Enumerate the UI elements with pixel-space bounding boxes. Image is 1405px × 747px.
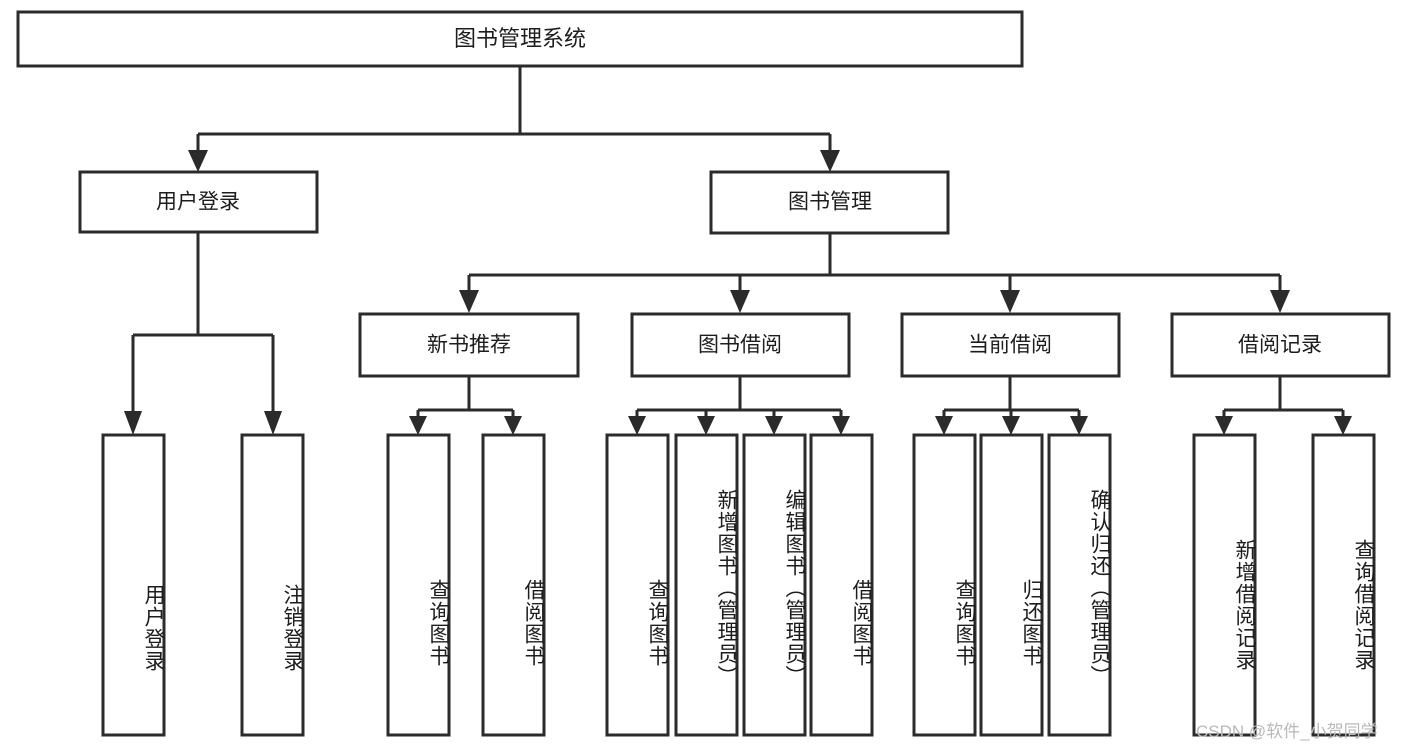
arrow-head-leaf-confirm-return — [1070, 416, 1088, 435]
node-leaf-borrow-book-2-box[interactable] — [809, 433, 874, 737]
arrow-head-leaf-query-record — [1334, 416, 1352, 435]
arrow-head-leaf-query-book-3 — [935, 416, 953, 435]
node-leaf-return-book-box[interactable] — [979, 433, 1044, 737]
arrow-head-leaf-add-record — [1215, 416, 1233, 435]
arrow-head-current-borrow — [1000, 290, 1020, 313]
arrow-head-leaf-add-book — [697, 416, 715, 435]
arrow-head-book-borrow — [730, 290, 750, 313]
connector-group-user-login — [124, 232, 282, 435]
node-new-book-recommend[interactable]: 新书推荐 — [358, 312, 580, 378]
node-leaf-borrow-book-1-box[interactable] — [481, 433, 546, 737]
node-book-borrow-label: 图书借阅 — [698, 334, 782, 357]
connector-group-root — [188, 66, 840, 172]
node-book-manage-label: 图书管理 — [788, 191, 872, 214]
arrow-head-leaf-edit-book — [765, 416, 783, 435]
node-leaf-add-book-box[interactable] — [674, 433, 739, 737]
node-leaf-confirm-return-box[interactable] — [1047, 433, 1112, 737]
node-book-manage[interactable]: 图书管理 — [709, 170, 950, 235]
connector-group-book-borrow — [628, 376, 850, 435]
node-leaf-edit-book-box[interactable] — [742, 433, 807, 737]
connector-group-new-book-recommend — [409, 376, 522, 435]
arrow-head-leaf-query-book-2 — [628, 416, 646, 435]
node-borrow-record[interactable]: 借阅记录 — [1170, 312, 1391, 378]
node-leaf-query-record-box[interactable] — [1311, 433, 1376, 737]
arrow-head-leaf-user-login — [124, 411, 142, 435]
arrow-head-leaf-borrow-book-1 — [504, 416, 522, 435]
node-current-borrow-label: 当前借阅 — [968, 334, 1052, 357]
node-book-manage-box[interactable] — [709, 170, 950, 235]
connector-group-book-manage — [459, 233, 1290, 313]
node-borrow-record-box[interactable] — [1170, 312, 1391, 378]
node-book-borrow-box[interactable] — [630, 312, 851, 378]
node-leaf-logout-box[interactable] — [240, 433, 305, 737]
arrow-head-book-manage — [820, 150, 840, 172]
node-new-book-recommend-label: 新书推荐 — [427, 334, 511, 357]
arrow-head-new-book-recommend — [459, 290, 479, 313]
arrow-head-leaf-query-book-1 — [409, 416, 427, 435]
node-borrow-record-label: 借阅记录 — [1238, 334, 1322, 357]
connector-group-current-borrow — [935, 376, 1088, 435]
node-root[interactable]: 图书管理系统 — [16, 10, 1024, 68]
leaf-boxes — [101, 433, 1376, 737]
arrow-head-user-login — [188, 150, 208, 172]
node-leaf-user-login-box[interactable] — [101, 433, 166, 737]
node-leaf-query-book-1-box[interactable] — [386, 433, 451, 737]
node-leaf-query-book-3-box[interactable] — [912, 433, 977, 737]
node-user-login[interactable]: 用户登录 — [78, 170, 319, 234]
node-user-login-label: 用户登录 — [156, 191, 240, 214]
node-leaf-add-record-box[interactable] — [1192, 433, 1257, 737]
connector-group-borrow-record — [1215, 376, 1352, 435]
arrow-head-leaf-return-book — [1002, 416, 1020, 435]
node-book-borrow[interactable]: 图书借阅 — [630, 312, 851, 378]
node-current-borrow[interactable]: 当前借阅 — [900, 312, 1121, 378]
node-current-borrow-box[interactable] — [900, 312, 1121, 378]
arrow-head-leaf-logout — [264, 411, 282, 435]
node-new-book-recommend-box[interactable] — [358, 312, 580, 378]
arrow-head-borrow-record — [1270, 290, 1290, 313]
node-user-login-box[interactable] — [78, 170, 319, 234]
csdn-watermark: CSDN @软件_小贺同学 — [1196, 722, 1378, 741]
node-root-box[interactable] — [16, 10, 1024, 68]
arrow-head-leaf-borrow-book-2 — [832, 416, 850, 435]
node-leaf-query-book-2-box[interactable] — [605, 433, 670, 737]
node-root-label: 图书管理系统 — [454, 26, 586, 51]
